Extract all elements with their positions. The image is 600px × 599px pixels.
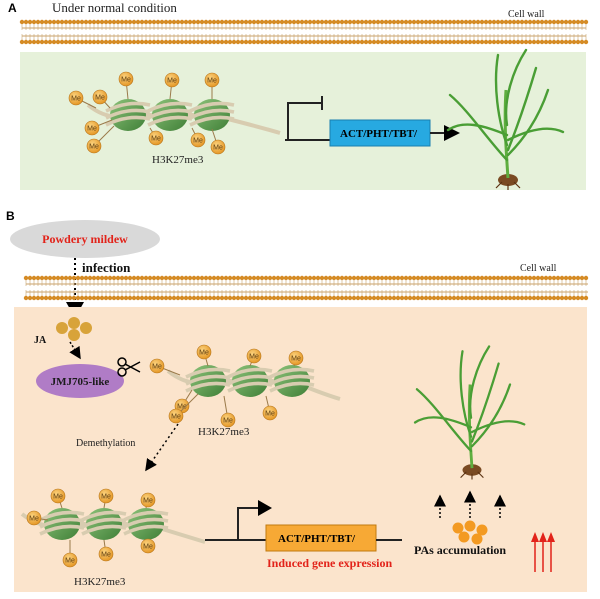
methyl-group-icon: [118, 71, 134, 87]
methyl-label: Me: [143, 544, 153, 551]
methyl-label: Me: [193, 138, 203, 145]
methyl-label: Me: [291, 356, 301, 363]
increase-red-arrows: [531, 532, 555, 572]
panel-a-condition-label: Under normal condition: [52, 0, 177, 15]
methyl-label: Me: [87, 126, 97, 133]
methyl-label: Me: [177, 404, 187, 411]
panel-a-membrane: [19, 19, 589, 45]
methyl-label: Me: [95, 95, 105, 102]
methyl-label: Me: [213, 145, 223, 152]
ja-molecule-icon: [56, 317, 92, 341]
panel-b-gene-box: [265, 524, 377, 552]
methyl-label: Me: [65, 558, 75, 565]
methyl-group-icon: [168, 408, 184, 424]
pas-upward-arrows: [434, 490, 506, 518]
induced-expression-label: Induced gene expression: [267, 556, 392, 570]
methyl-label: Me: [265, 411, 275, 418]
ja-label: JA: [34, 335, 47, 346]
methyl-label: Me: [249, 354, 259, 361]
panel-b-activation-arrowhead: [258, 500, 272, 516]
panel-b-histone-label-top: H3K27me3: [198, 426, 250, 438]
methyl-label: Me: [151, 136, 161, 143]
methyl-group-icon: [262, 405, 278, 421]
panel-a-letter: A: [8, 1, 17, 15]
methyl-label: Me: [29, 516, 39, 523]
methyl-label: Me: [199, 350, 209, 357]
methyl-group-icon: [98, 546, 114, 562]
methyl-group-icon: [220, 412, 236, 428]
methyl-group-icon: [148, 130, 164, 146]
methyl-group-icon: [62, 552, 78, 568]
methyl-group-icon: [26, 510, 42, 526]
methyl-group-icon: [140, 538, 156, 554]
methyl-group-icon: [190, 132, 206, 148]
panel-b-gene-label: ACT/PHT/TBT/: [278, 533, 356, 545]
panel-a-histone-label: H3K27me3: [152, 154, 204, 166]
pas-accumulation-label: PAs accumulation: [414, 543, 506, 557]
panel-b: B Powdery mildew infection Cell wall JA …: [6, 209, 589, 592]
methyl-group-icon: [288, 350, 304, 366]
methyl-group-icon: [84, 120, 100, 136]
demethylation-arrow: [145, 423, 179, 472]
methyl-label: Me: [143, 498, 153, 505]
panel-a-repression-symbol: [287, 96, 323, 140]
methyl-group-icon: [98, 488, 114, 504]
methyl-group-icon: [140, 492, 156, 508]
methyl-group-icon: [204, 72, 220, 88]
methyl-group-icon: [92, 89, 108, 105]
methyl-label: Me: [101, 494, 111, 501]
methyl-label: Me: [207, 78, 217, 85]
panel-a-gene-box: [329, 119, 431, 147]
panel-b-activation-arrow: [237, 507, 262, 540]
jmj705-label: JMJ705-like: [51, 376, 110, 388]
methyl-label: Me: [223, 418, 233, 425]
panel-b-histone-label-bottom: H3K27me3: [74, 576, 126, 588]
methyl-label: Me: [121, 77, 131, 84]
methyl-label: Me: [53, 494, 63, 501]
pas-molecule-icon: [452, 520, 488, 545]
methyl-label: Me: [152, 364, 162, 371]
methyl-group-icon: [210, 139, 226, 155]
panel-a-plant-icon: [446, 48, 565, 190]
powdery-mildew-label: Powdery mildew: [42, 232, 128, 246]
methyl-group-icon: [86, 138, 102, 154]
methyl-label: Me: [71, 96, 81, 103]
panel-a-gene-label: ACT/PHT/TBT/: [340, 128, 418, 140]
methyl-label: Me: [89, 144, 99, 151]
methyl-group-icon: [246, 348, 262, 364]
infection-label: infection: [82, 260, 131, 275]
jmj705-enzyme: [36, 364, 124, 398]
methyl-group-icon: [50, 488, 66, 504]
methyl-group-icon: [196, 344, 212, 360]
methyl-group-icon: [149, 358, 165, 374]
panel-b-cell-wall-label: Cell wall: [520, 263, 557, 274]
demethylation-label: Demethylation: [76, 438, 135, 449]
methyl-group-icon: [164, 72, 180, 88]
methyl-group-icon: [68, 90, 84, 106]
panel-b-letter: B: [6, 209, 15, 223]
ja-to-enzyme-arrow: [69, 341, 81, 360]
panel-a-cell-wall-label: Cell wall: [508, 9, 545, 20]
scissors-icon: [117, 357, 141, 377]
methyl-label: Me: [171, 414, 181, 421]
panel-b-membrane: [23, 275, 589, 301]
methyl-label: Me: [167, 78, 177, 85]
panel-b-plant-icon: [413, 345, 526, 480]
methyl-label: Me: [101, 552, 111, 559]
powdery-mildew-ellipse: [10, 220, 160, 258]
